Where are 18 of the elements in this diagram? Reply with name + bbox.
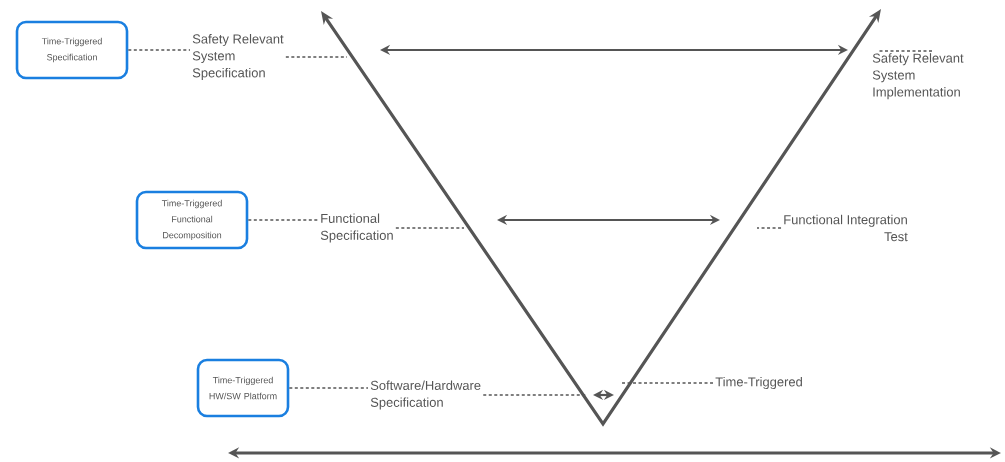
leader-line (285, 56, 348, 58)
stage-label: Functional Integration Test (781, 212, 910, 244)
specification-box: Time-Triggered Functional Decomposition (135, 190, 249, 250)
stage-label: Time-Triggered (713, 374, 805, 392)
stage-label: Safety Relevant System Specification (190, 32, 286, 82)
specification-box: Time-Triggered HW/SW Platform (196, 358, 290, 418)
stage-label: Functional Specification (318, 211, 396, 245)
leader-line (876, 50, 933, 52)
stage-label: Software/Hardware Specification (368, 378, 484, 412)
stage-label: Safety Relevant System Implementation (870, 51, 966, 102)
leader-line (756, 227, 782, 229)
leader-line (127, 49, 191, 51)
leader-line (395, 227, 465, 229)
leader-line (247, 219, 319, 221)
leader-line (482, 394, 587, 396)
specification-box: Time-Triggered Specification (15, 20, 129, 80)
leader-line (288, 387, 369, 389)
leader-line (620, 382, 714, 384)
